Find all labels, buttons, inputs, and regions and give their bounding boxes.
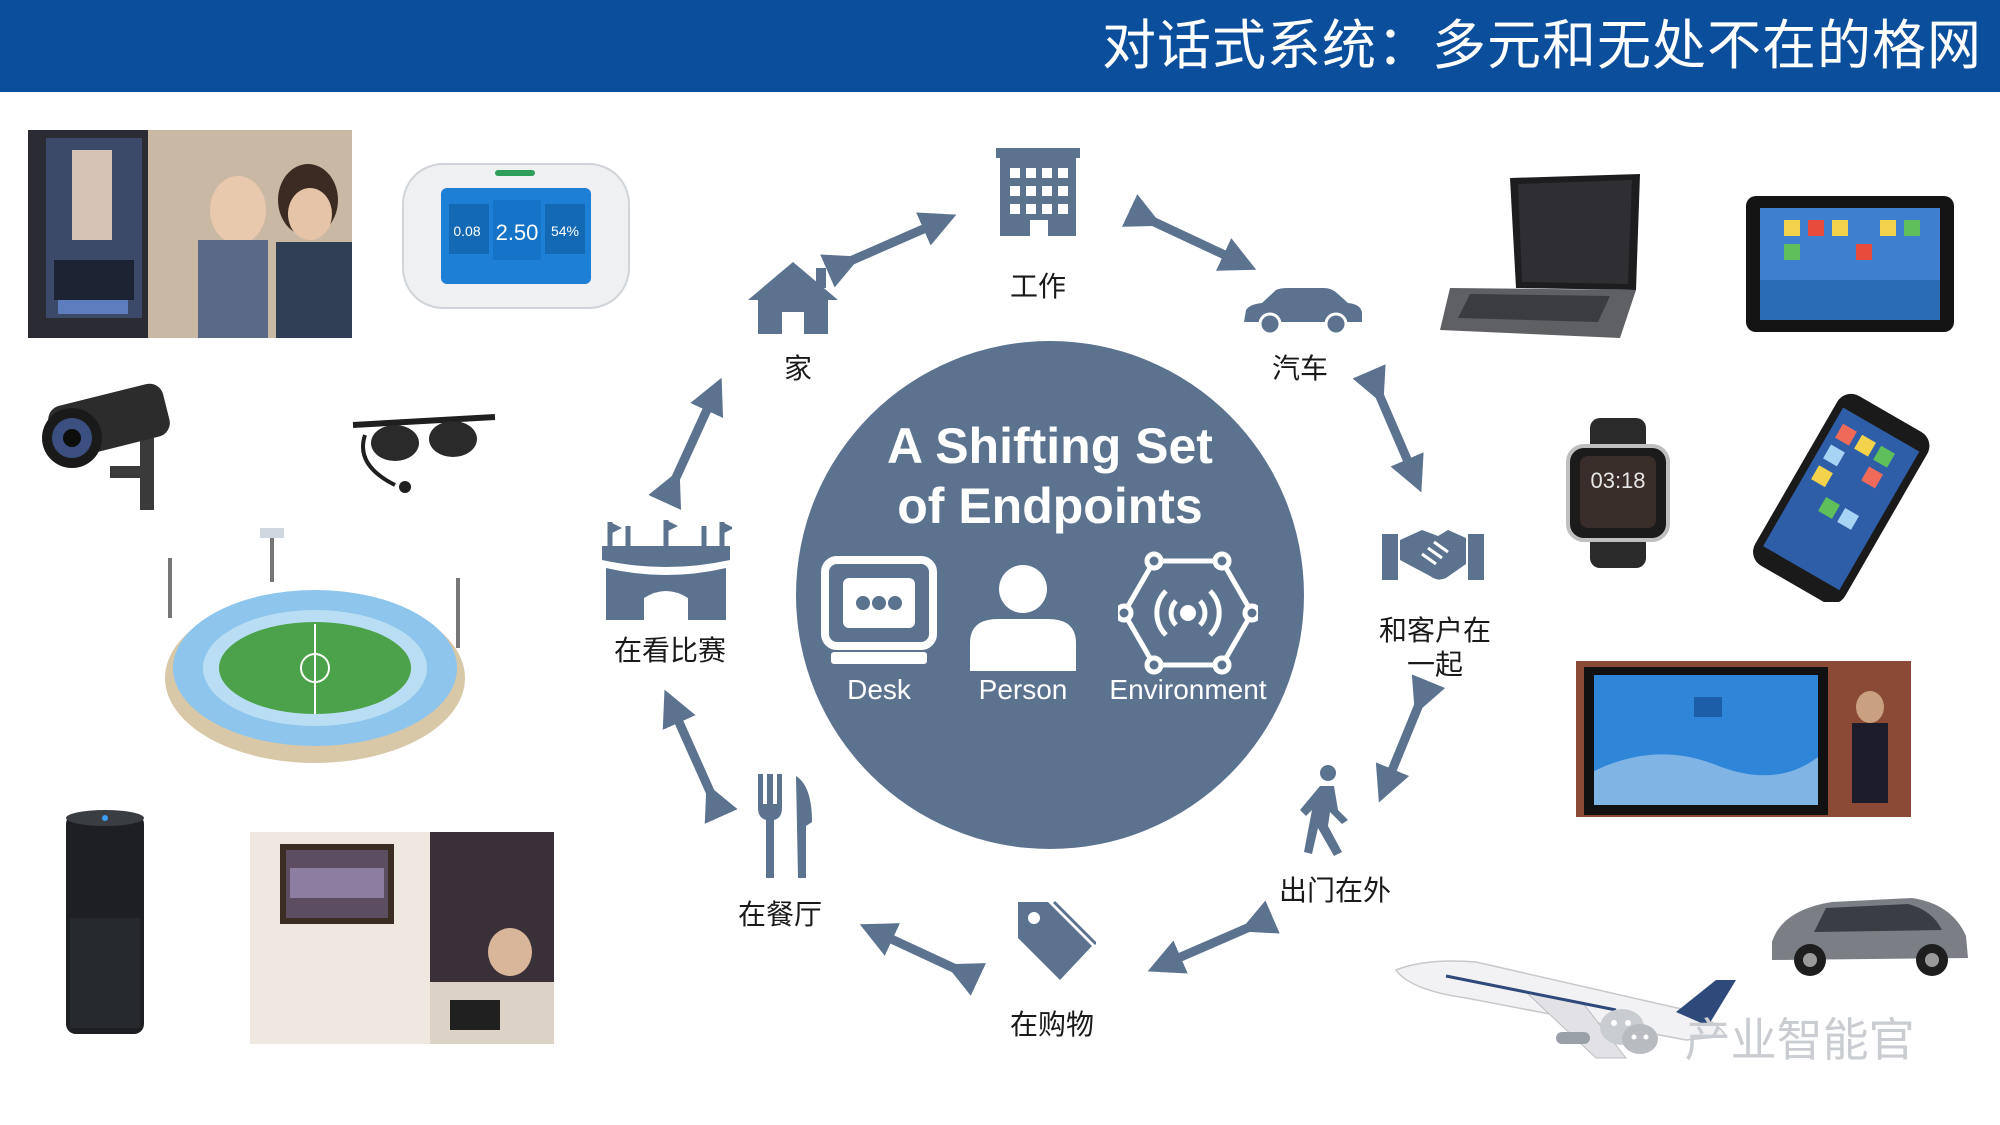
context-label-client: 和客户在 一起 (1360, 614, 1510, 682)
office-building-icon (996, 148, 1080, 236)
digital-signage-image (28, 130, 352, 338)
fork-knife-icon (758, 774, 812, 878)
context-label-work: 工作 (1009, 270, 1066, 303)
arrow-work-car (1121, 194, 1257, 271)
svg-text:54%: 54% (551, 223, 579, 239)
svg-text:2.50: 2.50 (496, 220, 539, 245)
arrow-client-out (1375, 674, 1446, 803)
presentation-screen-image (1576, 661, 1911, 817)
arrow-game-home (648, 377, 724, 510)
arrow-car-client (1352, 364, 1424, 493)
context-label-client-line2: 一起 (1406, 648, 1463, 681)
car-icon (1244, 288, 1362, 334)
circle-title: A Shifting Set of Endpoints (796, 416, 1304, 536)
circle-title-line2: of Endpoints (897, 478, 1203, 534)
arrow-home-work (820, 212, 957, 288)
circle-title-line1: A Shifting Set (887, 418, 1213, 474)
smartphone-image (1740, 392, 1940, 602)
endpoints-circle: A Shifting Set of Endpoints Desk Person … (796, 341, 1304, 849)
desk-monitor-icon (821, 556, 937, 664)
wechat-icon (1598, 1007, 1660, 1068)
context-label-car: 汽车 (1271, 352, 1328, 385)
context-label-client-line1: 和客户在 (1378, 614, 1491, 647)
svg-text:03:18: 03:18 (1590, 468, 1645, 493)
laptop-image (1440, 170, 1650, 340)
endpoint-label-environment: Environment (1109, 674, 1267, 705)
thermostat-image: 0.08 2.50 54% (375, 160, 655, 318)
person-icon (970, 565, 1076, 671)
price-tag-icon (1018, 900, 1096, 980)
context-label-game: 在看比赛 (613, 634, 726, 667)
svg-text:0.08: 0.08 (453, 223, 480, 239)
context-label-out: 出门在外 (1278, 874, 1391, 907)
arrow-out-shopping (1147, 900, 1280, 974)
title-bar: 对话式系统：多元和无处不在的格网 (0, 0, 2000, 92)
page-title: 对话式系统：多元和无处不在的格网 (1102, 14, 1982, 77)
watermark: 产业智能官 (1598, 1004, 1915, 1070)
tablet-image (1744, 194, 1956, 334)
context-label-shopping: 在购物 (1009, 1008, 1094, 1041)
arrow-shopping-restaurant (859, 923, 986, 996)
house-icon (748, 262, 838, 334)
car-image (1762, 880, 1976, 980)
smartwatch-image: 03:18 (1560, 418, 1676, 568)
smart-glasses-image (345, 405, 505, 495)
security-camera-image (30, 378, 190, 516)
smart-speaker-image (60, 808, 150, 1040)
stadium-image (160, 528, 470, 773)
stadium-icon (602, 520, 732, 620)
context-label-restaurant: 在餐厅 (737, 898, 822, 931)
arrow-restaurant-game (662, 689, 738, 824)
living-room-tv-image (250, 832, 554, 1044)
airplane-image (1386, 940, 1766, 1090)
handshake-icon (1382, 530, 1484, 580)
environment-network-icon (1118, 551, 1258, 675)
endpoint-label-desk: Desk (847, 674, 911, 705)
walking-person-icon (1300, 765, 1348, 856)
watermark-text: 产业智能官 (1684, 1013, 1915, 1067)
context-label-home: 家 (783, 352, 812, 385)
endpoint-label-person: Person (978, 674, 1068, 705)
